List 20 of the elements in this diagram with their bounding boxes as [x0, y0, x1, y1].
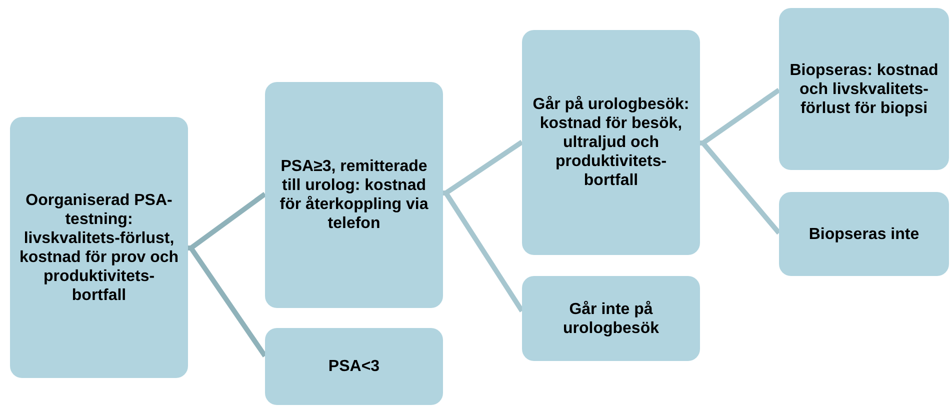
box-text: Biopseras inte [808, 224, 920, 244]
connector-line [700, 140, 781, 235]
connector-line [188, 246, 268, 358]
box-text: PSA<3 [328, 357, 380, 376]
connector-line [188, 192, 266, 250]
box-text: Oorganiserad PSA-testning: livskvalitets-förlust, kostnad för prov och produktivitets-bortfall [18, 190, 180, 304]
process-box [10, 117, 188, 378]
box-text: PSA≥3, remitterade till urolog: kostnad för återkoppling via telefon [278, 157, 430, 233]
connector-line [700, 88, 780, 146]
process-box [522, 30, 700, 255]
box-text: Går på urologbesök: kostnad för besök, ultraljud och produktivitets-bortfall [532, 95, 690, 190]
process-box [265, 328, 443, 405]
process-box [522, 276, 700, 361]
process-box [265, 82, 443, 308]
box-text: Går inte på urologbesök [562, 300, 660, 338]
box-text: Biopseras: kostnad och livskvalitets-förlust för biopsi [788, 60, 940, 118]
connector-line [443, 140, 524, 196]
process-box [779, 192, 949, 276]
process-box [779, 8, 949, 170]
connector-line [443, 190, 524, 312]
